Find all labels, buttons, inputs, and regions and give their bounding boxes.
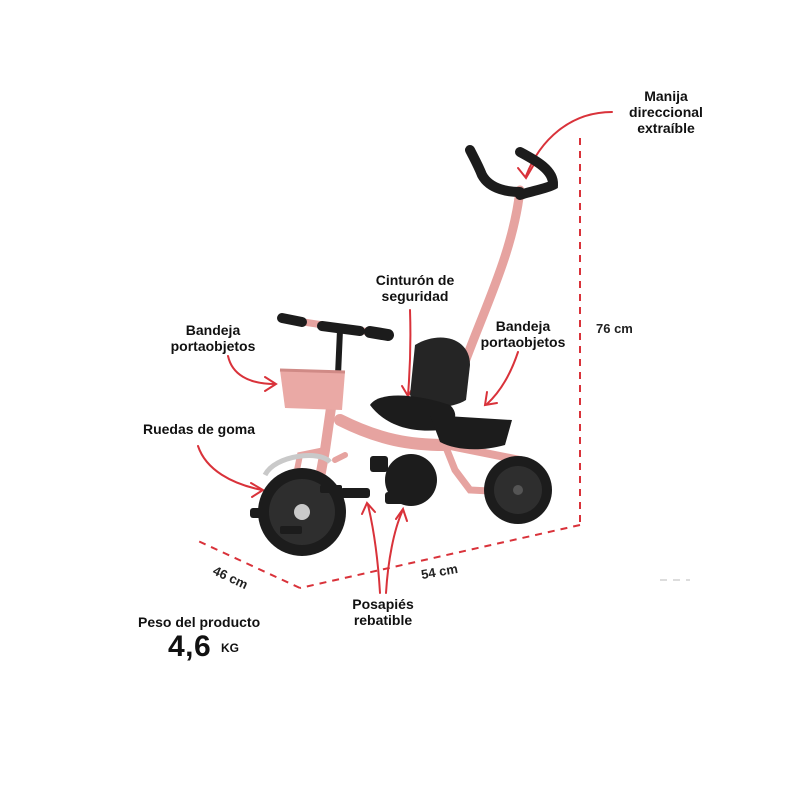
handlebar [277, 313, 394, 378]
push-handle [450, 145, 558, 395]
rear-tray-label: Bandeja portaobjetos [480, 318, 566, 350]
rear-wheels [385, 454, 552, 524]
front-wheel [258, 453, 346, 556]
front-tray-label: Bandeja portaobjetos [170, 322, 256, 354]
footrest-arrow-right [385, 511, 403, 594]
handle-arrow [525, 111, 613, 177]
weight-title: Peso del producto [138, 614, 261, 630]
callout-arrows [197, 111, 613, 594]
footrest-arrow-left [367, 504, 381, 594]
width-dimension-line [195, 539, 301, 589]
footrest-label: Posapiés rebatible [352, 596, 414, 628]
height-dimension-label: 76 cm [596, 321, 633, 336]
handle-label: Manija direccional extraíble [629, 88, 703, 136]
front-tray-arrow [227, 355, 276, 385]
seatbelt-label: Cinturón de seguridad [375, 272, 455, 304]
length-dimension-line [299, 524, 581, 589]
weight-value: 4,6 [168, 630, 212, 663]
wheels-arrow [197, 445, 263, 491]
dimension-lines [195, 138, 690, 589]
rear-basket [430, 415, 512, 450]
rear-tray-arrow [486, 351, 519, 405]
pedals [280, 485, 342, 534]
front-basket [279, 368, 346, 410]
weight-unit: KG [221, 641, 239, 655]
seatbelt-arrow [407, 309, 412, 396]
wheels-label: Ruedas de goma [142, 421, 256, 437]
